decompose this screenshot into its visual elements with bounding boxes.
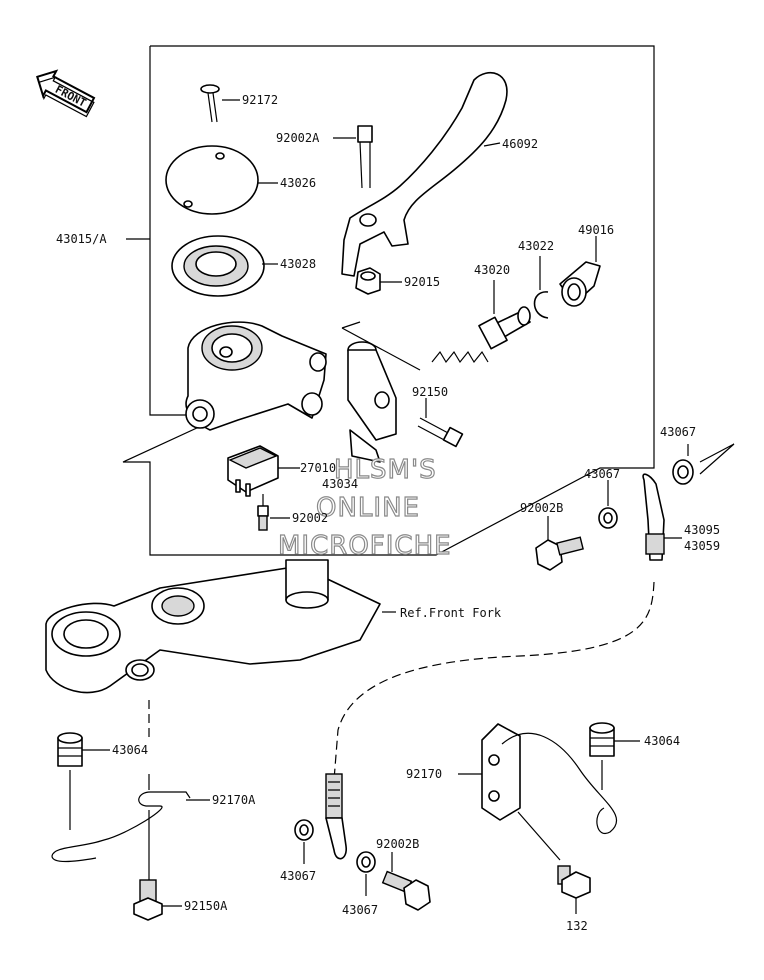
part-label: 43026 — [280, 176, 316, 190]
part-label: 92150 — [412, 385, 448, 399]
master-cylinder-icon — [185, 321, 327, 431]
watermark-line3: MICROFICHE — [278, 531, 452, 561]
spring-icon — [431, 280, 531, 364]
brake-hose-icon — [325, 473, 682, 860]
bolt-icon — [133, 879, 182, 921]
watermark-line1: HLSM'S — [334, 455, 437, 485]
part-label: 43067 — [342, 903, 378, 917]
leader-line — [341, 327, 421, 371]
clip-icon — [51, 774, 210, 880]
part-label: 43059 — [684, 539, 720, 553]
part-label: 43095 — [684, 523, 720, 537]
lever-icon — [341, 71, 508, 277]
washer-icon — [672, 443, 735, 485]
grommet-icon — [57, 732, 110, 830]
front-arrow-icon: FRONT — [36, 69, 96, 118]
part-label: 43028 — [280, 257, 316, 271]
part-label: 43067 — [280, 869, 316, 883]
part-label: 27010 — [300, 461, 336, 475]
diaphragm-plate-icon — [171, 235, 278, 297]
part-label: 132 — [566, 919, 588, 933]
part-label: 43022 — [518, 239, 554, 253]
part-label: 92002B — [376, 837, 419, 851]
part-label: 43015/A — [56, 232, 107, 246]
part-label: 43020 — [474, 263, 510, 277]
part-label: Ref.Front Fork — [400, 606, 502, 620]
part-label: 92172 — [242, 93, 278, 107]
switch-icon — [227, 445, 300, 497]
part-label: 92002A — [276, 131, 320, 145]
screw-icon — [257, 494, 290, 531]
part-label: 49016 — [578, 223, 614, 237]
triple-clamp-icon — [45, 559, 396, 740]
part-label: 43034 — [322, 477, 358, 491]
bolt-icon — [381, 852, 431, 911]
clip-icon — [533, 256, 549, 319]
bolt-icon — [417, 398, 464, 448]
bolt-icon — [557, 865, 591, 914]
part-label: 92002 — [292, 511, 328, 525]
part-label: 92150A — [184, 899, 228, 913]
bracket-icon — [458, 723, 618, 861]
part-label: 43064 — [112, 743, 148, 757]
grommet-icon — [589, 722, 640, 790]
leader-line — [341, 321, 361, 329]
cap-icon — [559, 236, 601, 307]
bolt-icon — [333, 125, 373, 189]
screw-icon — [200, 84, 240, 123]
part-label: 92002B — [520, 501, 563, 515]
washer-icon — [356, 851, 376, 896]
clamp-icon — [347, 341, 397, 463]
nut-icon — [355, 267, 402, 295]
washer-icon — [294, 819, 314, 864]
part-label: 92170A — [212, 793, 256, 807]
cap-icon — [165, 145, 278, 215]
part-label: 43064 — [644, 734, 680, 748]
bolt-icon — [535, 516, 584, 571]
part-label: 43067 — [660, 425, 696, 439]
part-label: 43067 — [584, 467, 620, 481]
watermark-line2: ONLINE — [316, 493, 420, 523]
washer-icon — [598, 480, 618, 529]
part-label: 92015 — [404, 275, 440, 289]
part-label: 46092 — [502, 137, 538, 151]
part-label: 92170 — [406, 767, 442, 781]
